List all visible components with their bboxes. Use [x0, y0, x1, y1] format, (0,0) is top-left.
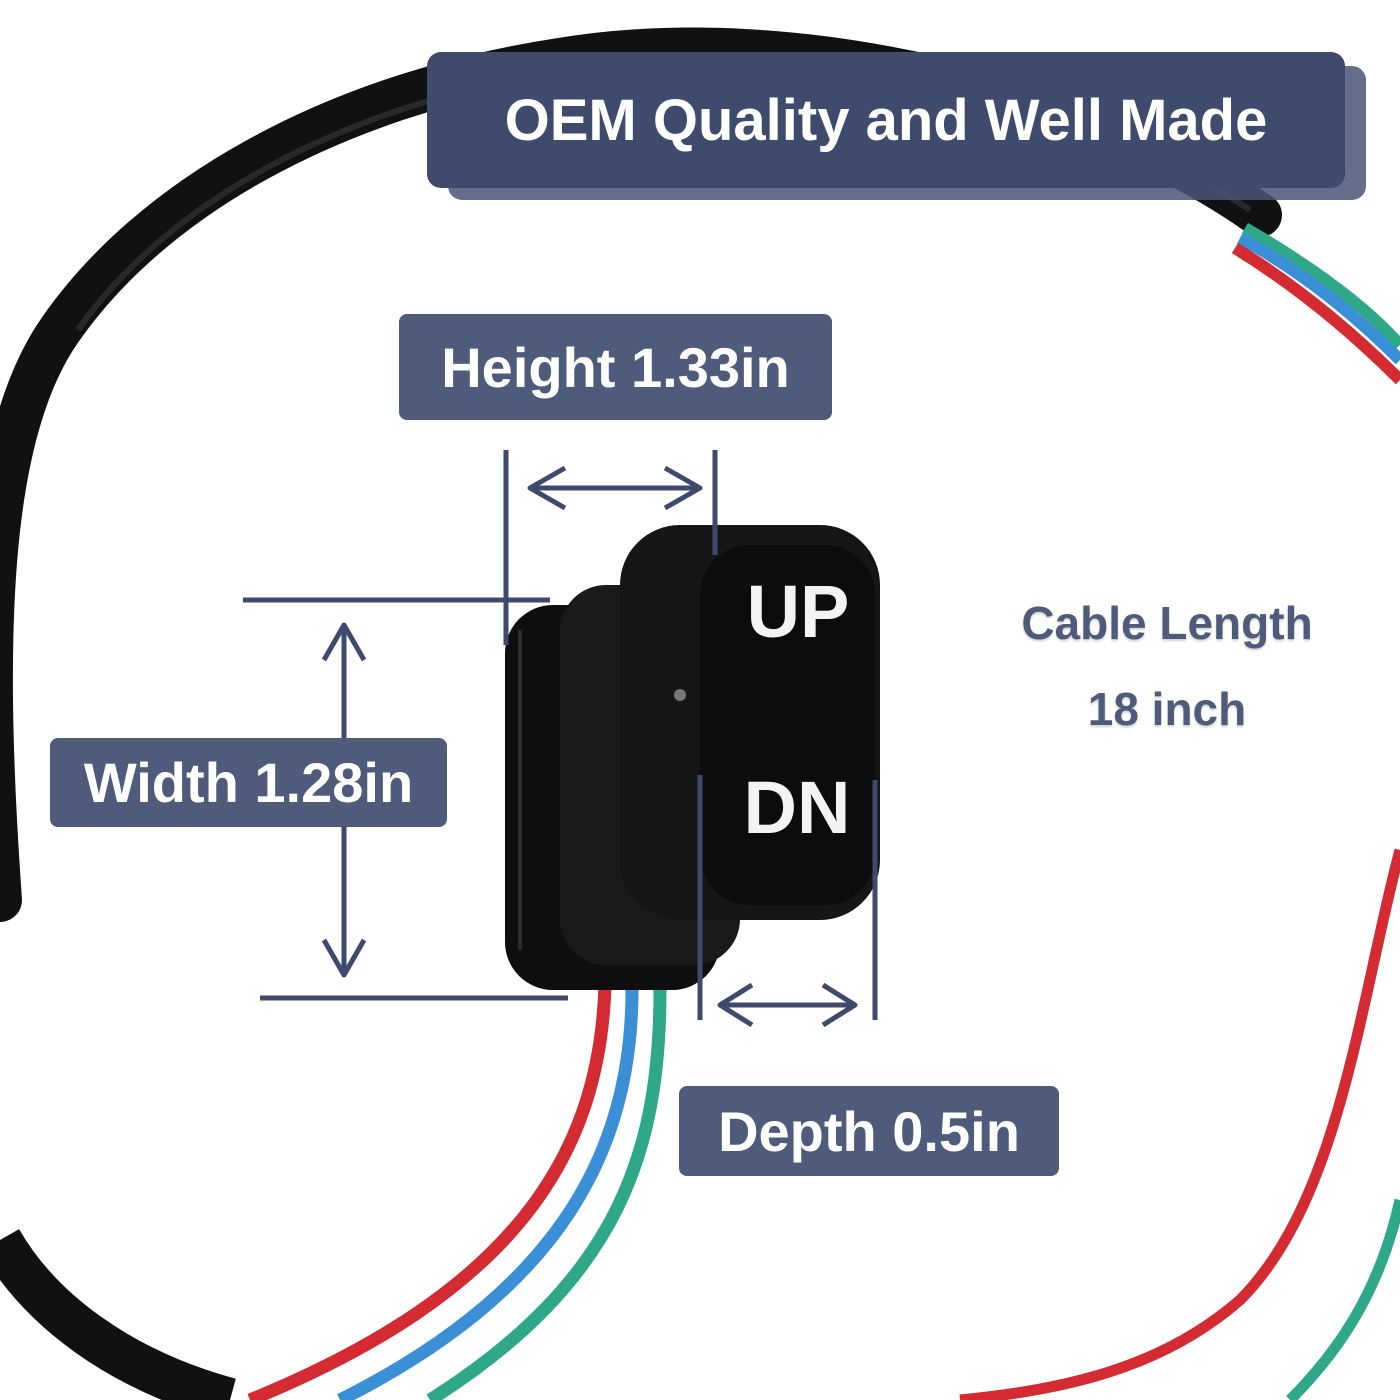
cable-length-title: Cable Length	[1021, 597, 1313, 649]
cable-length-value: 18 inch	[1087, 683, 1247, 735]
wires-right	[959, 848, 1400, 1400]
wires-top-right	[1231, 222, 1400, 385]
banner-title: OEM Quality and Well Made	[427, 52, 1345, 188]
switch-up-label: UP	[747, 570, 850, 653]
width-label: Width 1.28in	[50, 738, 447, 827]
wires-from-switch	[247, 984, 667, 1400]
height-label: Height 1.33in	[399, 314, 832, 420]
trim-switch: UP DN	[505, 525, 880, 990]
switch-down-label: DN	[744, 766, 851, 849]
depth-label: Depth 0.5in	[679, 1086, 1059, 1176]
